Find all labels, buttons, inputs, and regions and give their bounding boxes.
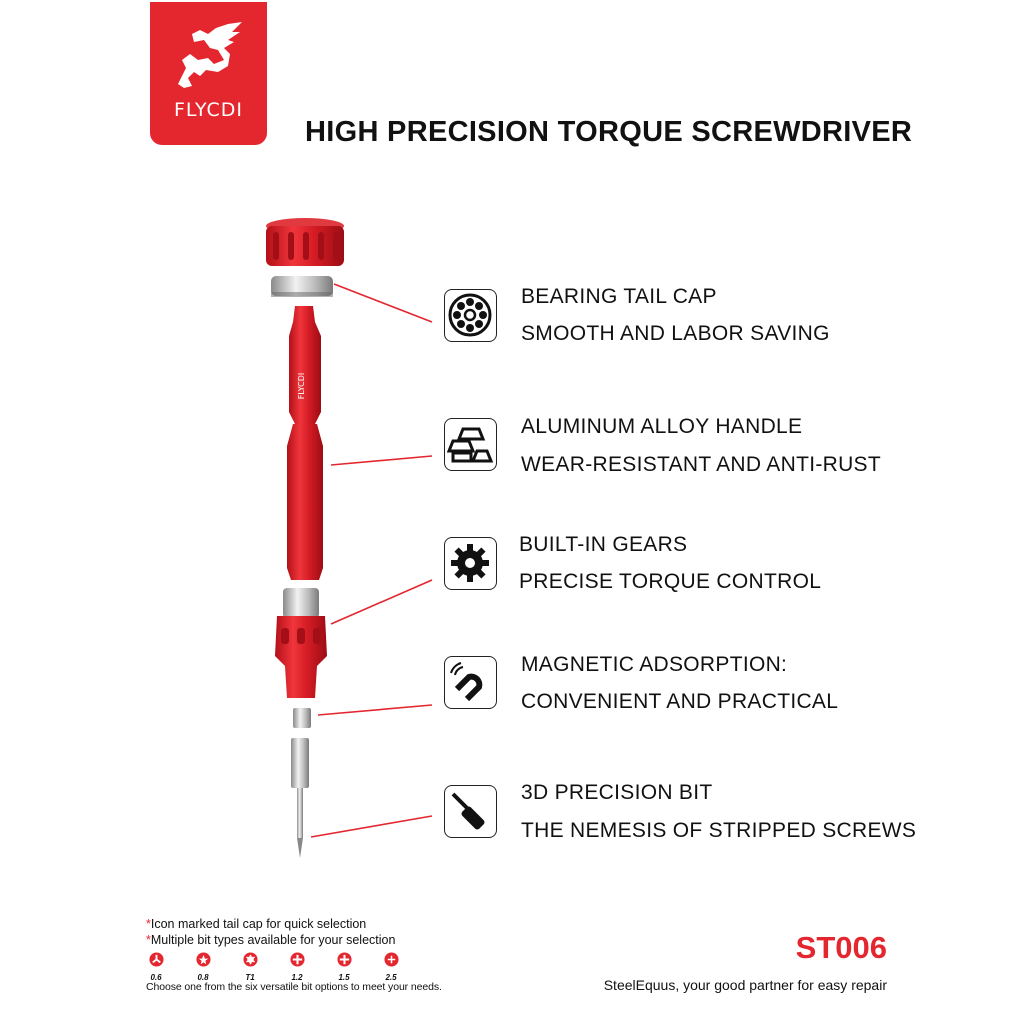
precision-bit [291,738,309,858]
bit-options: 0.6 0.8 T1 1.2 1.5 2.5 [138,952,409,982]
bearing-ring [271,276,333,297]
connector-line [330,579,433,625]
page-title: HIGH PRECISION TORQUE SCREWDRIVER [305,116,913,148]
model-number: ST006 [795,930,887,965]
bit-size: 1.5 [338,973,350,982]
connector-line [330,455,433,466]
brand-name: FLYCDI [173,99,244,121]
feature-title: MAGNETIC ADSORPTION: [521,653,788,676]
feature-subtitle: SMOOTH AND LABOR SAVING [521,322,830,345]
handle-grip [287,424,323,580]
magnet-sleeve [293,708,311,728]
feature-subtitle: CONVENIENT AND PRACTICAL [521,690,839,713]
phillips-bit-icon [383,952,399,967]
phillips-bit-icon [336,952,352,967]
note-text: Multiple bit types available for your se… [150,933,396,947]
bit-size: T1 [245,973,255,982]
feature-subtitle: WEAR-RESISTANT AND ANTI-RUST [521,453,881,476]
note-tail-cap: *Icon marked tail cap for quick selectio… [146,917,366,931]
feature-title: BEARING TAIL CAP [521,285,717,308]
metal-bars-icon [444,418,497,471]
feature-subtitle: THE NEMESIS OF STRIPPED SCREWS [521,819,917,842]
phillips-bit-icon [289,952,305,967]
note-text: Icon marked tail cap for quick selection [150,917,367,931]
screwdriver-icon [444,785,497,838]
connector-line [317,704,433,716]
feature-subtitle: PRECISE TORQUE CONTROL [519,570,822,593]
feature-title: BUILT-IN GEARS [519,533,688,556]
connector-line [310,815,433,838]
bit-option: T1 [232,952,268,982]
bit-option: 2.5 [373,952,409,982]
bit-option: 0.8 [185,952,221,982]
bit-option: 1.2 [279,952,315,982]
bit-size: 2.5 [385,973,397,982]
note-marker: * [146,933,151,947]
note-bit-types: *Multiple bit types available for your s… [146,933,395,947]
torx-bit-icon [242,952,258,967]
note-marker: * [146,917,151,931]
handle-top: FLYCDI [289,306,321,424]
feature-title: 3D PRECISION BIT [521,781,713,804]
gear-icon [444,537,497,590]
handle-mark: FLYCDI [297,373,306,400]
connector-line [333,283,433,323]
torque-collar [275,588,327,698]
bit-size: 0.8 [197,973,209,982]
bit-option: 1.5 [326,952,362,982]
pentalobe-bit-icon [195,952,211,967]
bit-choice-note: Choose one from the six versatile bit op… [146,981,442,993]
brand-slogan: SteelEquus, your good partner for easy r… [603,977,887,993]
pegasus-icon [178,22,242,88]
brand-logo: FLYCDI [150,2,267,145]
bearing-icon [444,289,497,342]
bit-size: 0.6 [150,973,162,982]
magnet-icon [444,656,497,709]
screwdriver-exploded-view: FLYCDI [266,218,344,858]
tri-wing-bit-icon [148,952,164,967]
feature-title: ALUMINUM ALLOY HANDLE [521,415,803,438]
bit-size: 1.2 [291,973,303,982]
bit-option: 0.6 [138,952,174,982]
tail-cap [266,218,344,266]
